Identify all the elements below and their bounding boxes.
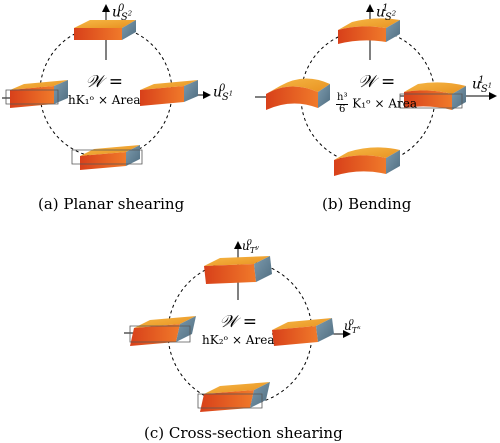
- panel-c: [124, 241, 351, 412]
- panel-a-x-axis-label: uS10: [213, 83, 234, 104]
- panel-b-y-axis-label: uS21: [376, 3, 397, 24]
- panel-a-energy: 𝒲 = hK₁ᵒ × Area: [68, 72, 140, 108]
- panel-c-y-axis-label: uTy0: [242, 237, 259, 256]
- panel-a-plate-right: [140, 80, 198, 106]
- panel-b-plate-top: [338, 18, 400, 44]
- panel-b-plate-right: [399, 82, 466, 110]
- panel-c-energy: 𝒲 = hK₂ᵒ × Area: [202, 312, 274, 348]
- panel-c-plate-top: [204, 256, 272, 284]
- panel-b-x-axis-label: uS11: [472, 75, 493, 96]
- panel-b: [255, 4, 497, 176]
- panel-a-caption: (a) Planar shearing: [38, 195, 185, 213]
- panel-a-plate-left: [5, 80, 68, 108]
- panel-a-energy-symbol: 𝒲 =: [85, 72, 123, 92]
- panel-a-energy-expr: hK₁ᵒ × Area: [68, 93, 141, 108]
- panel-c-caption: (c) Cross-section shearing: [144, 424, 343, 442]
- panel-c-plate-right: [272, 318, 334, 346]
- panel-b-frac-num: h³: [336, 92, 349, 105]
- panel-b-frac-den: 6: [339, 103, 346, 115]
- panel-c-plate-left: [129, 316, 196, 346]
- panel-b-energy-symbol: 𝒲 =: [357, 72, 396, 92]
- panel-c-energy-expr: hK₂ᵒ × Area: [202, 333, 275, 348]
- panel-a-y-axis-label: uS20: [112, 3, 133, 24]
- panel-b-caption: (b) Bending: [322, 195, 412, 213]
- panel-b-energy-rest: K₁ᵒ × Area: [352, 96, 418, 111]
- panel-c-plate-bottom: [197, 382, 270, 412]
- panel-a-plate-top: [74, 20, 136, 40]
- panel-b-plate-bottom: [334, 147, 400, 176]
- panel-b-plate-left: [266, 78, 330, 110]
- panel-c-x-axis-label: uTx0: [344, 317, 361, 336]
- panel-a: [2, 4, 211, 170]
- panel-c-energy-symbol: 𝒲 =: [219, 312, 257, 332]
- panel-a-plate-bottom: [71, 145, 143, 170]
